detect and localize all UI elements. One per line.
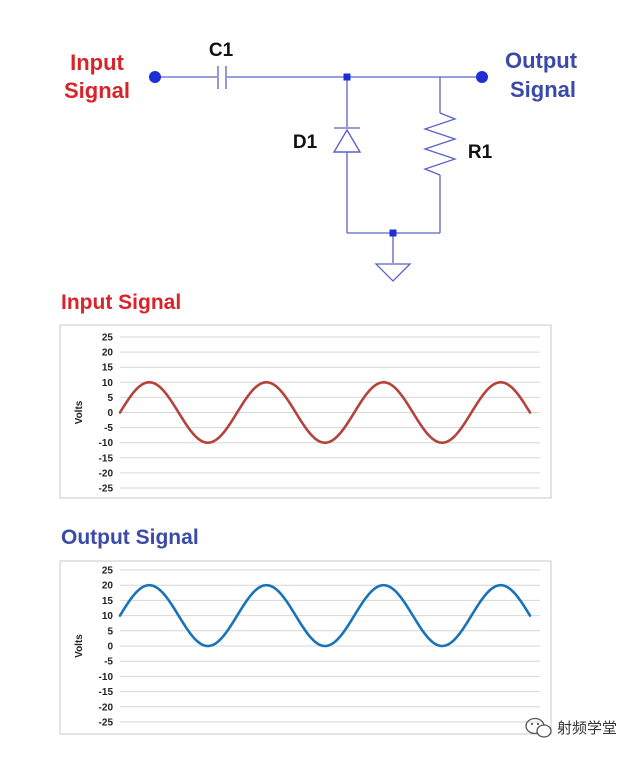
y-axis-title: Volts xyxy=(74,634,85,658)
y-tick-label: 15 xyxy=(102,596,114,607)
y-tick-label: 5 xyxy=(107,626,113,637)
y-tick-label: -5 xyxy=(104,423,113,434)
y-tick-label: 15 xyxy=(102,363,114,374)
input-signal-chart: 25 20 15 10 5 0 -5 -10 -15 -20 -25 Volts xyxy=(59,324,552,499)
output-signal-chart: 25 20 15 10 5 0 -5 -10 -15 -20 -25 Volts xyxy=(59,560,552,735)
y-tick-label: 10 xyxy=(102,611,114,622)
y-tick-label: 0 xyxy=(107,408,113,419)
output-terminal xyxy=(476,71,488,83)
input-chart-heading: Input Signal xyxy=(61,291,181,314)
series-line xyxy=(118,381,532,444)
y-axis-title: Volts xyxy=(74,400,85,424)
y-tick-label: -15 xyxy=(99,453,114,464)
y-tick-label: 5 xyxy=(107,393,113,404)
y-tick-label: -20 xyxy=(99,702,114,713)
input-label-line2: Signal xyxy=(64,78,130,103)
y-tick-label: 20 xyxy=(102,348,114,359)
resistor-zigzag xyxy=(422,112,458,176)
output-label-line1: Output xyxy=(505,48,578,73)
y-tick-label: -25 xyxy=(99,484,114,495)
input-label-line1: Input xyxy=(70,50,124,75)
y-tick-label: -10 xyxy=(99,438,114,449)
resistor-label: R1 xyxy=(468,142,493,163)
ground-symbol xyxy=(374,263,412,282)
y-tick-label: -10 xyxy=(99,672,114,683)
y-tick-label: -20 xyxy=(99,468,114,479)
capacitor-label: C1 xyxy=(209,40,234,61)
junction-node-top xyxy=(343,73,351,81)
series-line xyxy=(118,583,532,648)
output-label-line2: Signal xyxy=(510,77,576,102)
watermark: 射频学堂 xyxy=(525,717,617,738)
diode-label: D1 xyxy=(293,132,318,153)
junction-node-bottom xyxy=(389,229,397,237)
y-tick-label: -5 xyxy=(104,657,113,668)
watermark-text: 射频学堂 xyxy=(557,719,617,737)
y-tick-label: 20 xyxy=(102,581,114,592)
y-tick-label: 0 xyxy=(107,642,113,653)
y-tick-label: 10 xyxy=(102,378,114,389)
y-tick-label: -25 xyxy=(99,718,114,729)
y-tick-label: 25 xyxy=(102,333,114,344)
chart-frame xyxy=(59,560,552,735)
diode-triangle xyxy=(332,128,362,153)
output-chart-heading: Output Signal xyxy=(61,526,199,549)
circuit-schematic: Input Signal Output Signal C1 D1 R1 xyxy=(64,40,578,282)
y-tick-label: 25 xyxy=(102,566,114,577)
input-terminal xyxy=(149,71,161,83)
y-tick-label: -15 xyxy=(99,687,114,698)
chart-frame xyxy=(59,324,552,499)
wechat-icon xyxy=(525,717,552,738)
